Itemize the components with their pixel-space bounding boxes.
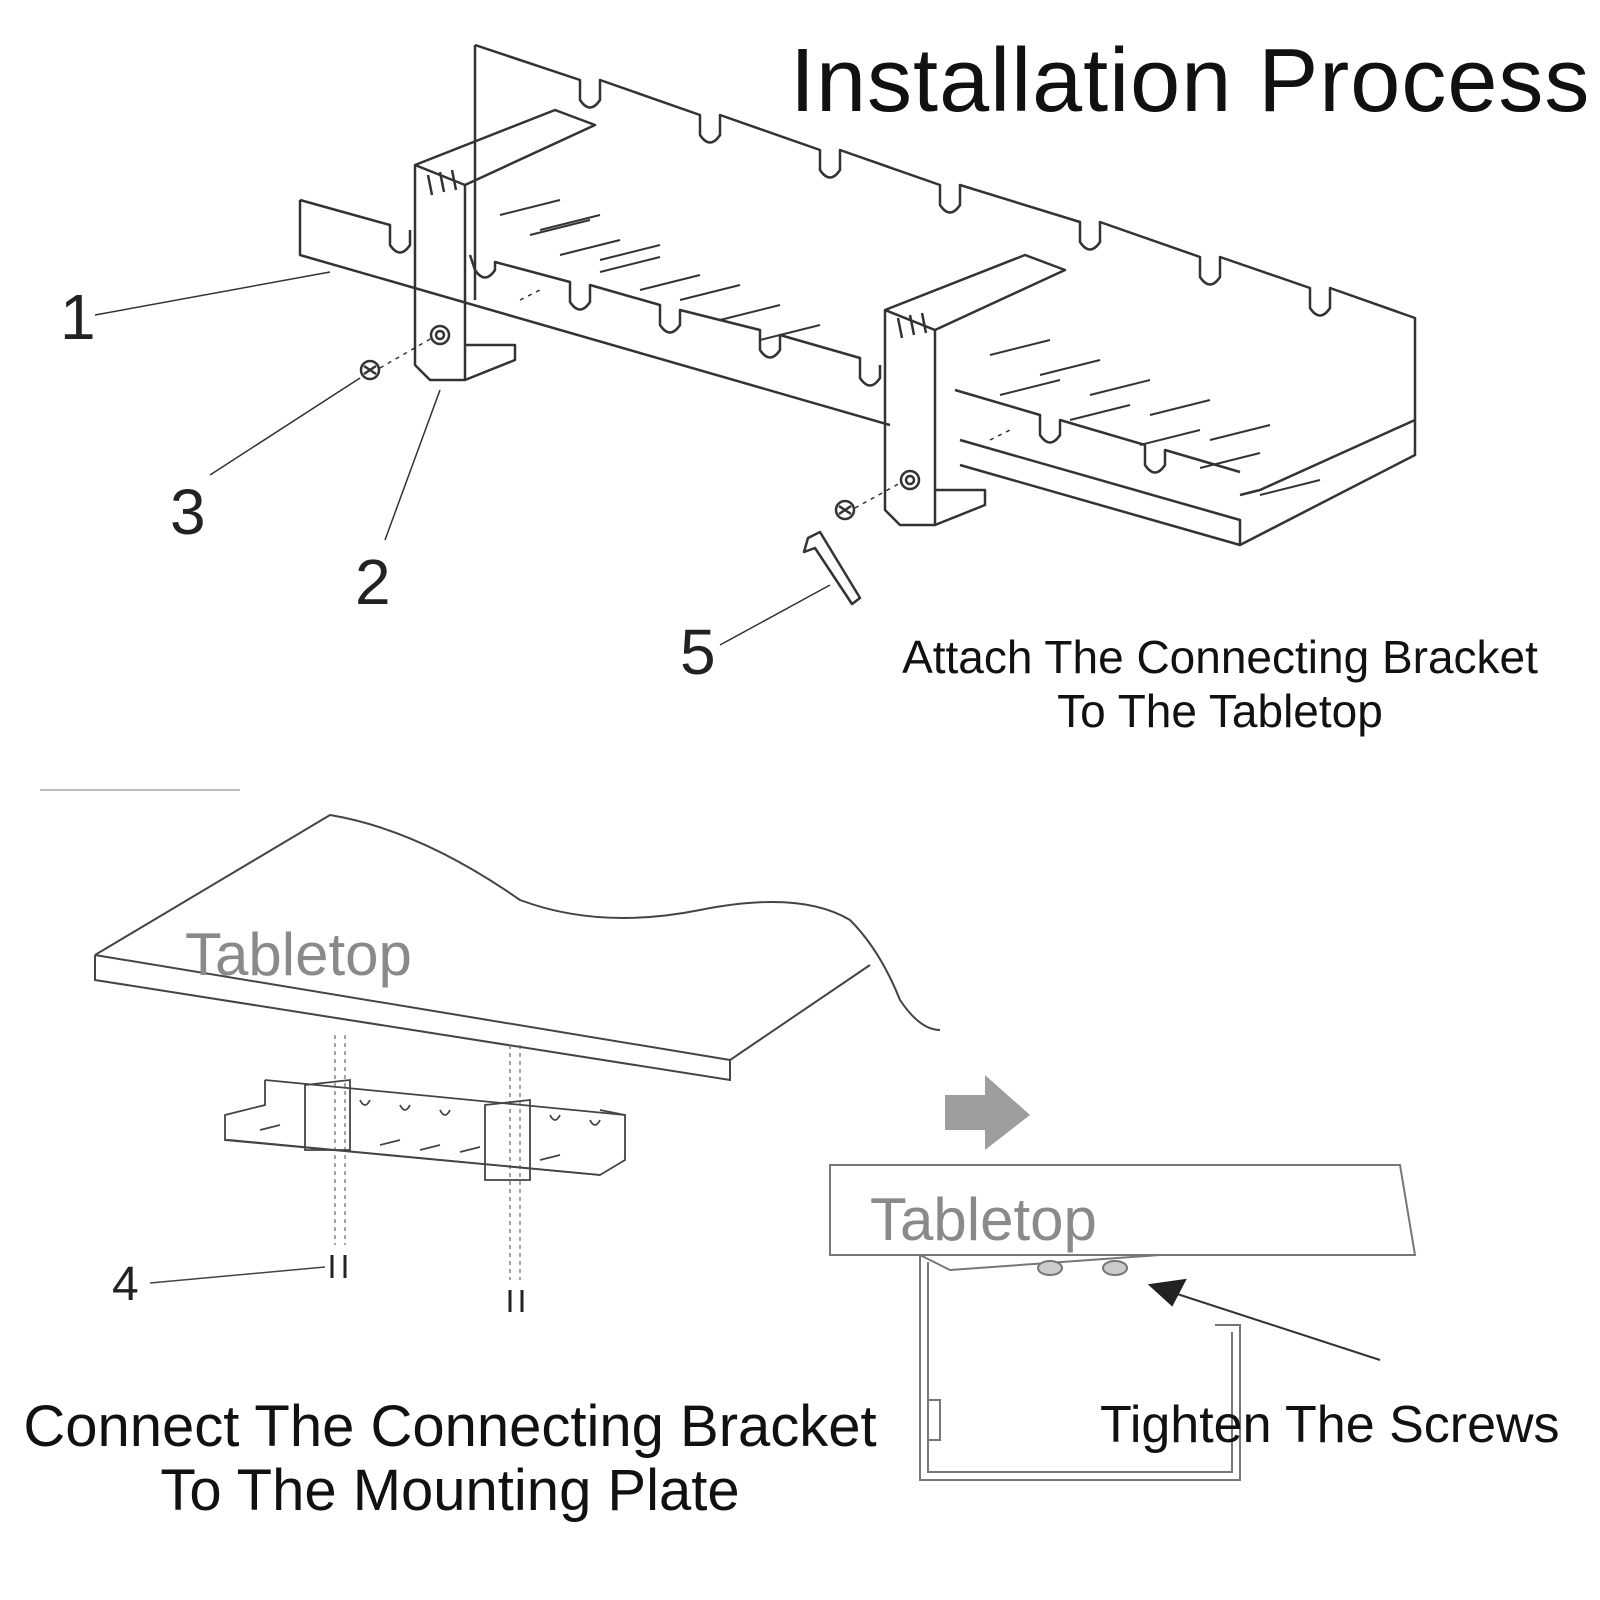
tabletop-left-slab — [94, 813, 941, 1031]
tray-bottom — [959, 418, 1417, 547]
caption-attach: Attach The Connecting Bracket To The Tab… — [870, 630, 1570, 738]
side-view — [829, 1075, 1417, 1481]
tabletop-label-left: Tabletop — [185, 921, 412, 988]
caption-connect: Connect The Connecting Bracket To The Mo… — [0, 1395, 900, 1523]
tray-profile — [919, 1255, 1241, 1481]
leader-3 — [209, 377, 361, 476]
callout-1: 1 — [60, 281, 96, 353]
screw-icon — [359, 359, 856, 521]
leader-5 — [719, 584, 831, 646]
allen-key-icon — [802, 530, 862, 606]
page-title: Installation Process — [790, 31, 1591, 131]
tray-front-wall — [299, 198, 1241, 474]
direction-arrow-icon — [945, 1075, 1030, 1150]
leader-4 — [149, 1266, 326, 1284]
caption-tighten: Tighten The Screws — [1100, 1396, 1560, 1454]
tray-back-wall — [474, 43, 1417, 420]
caption-connect-line2: To The Mounting Plate — [160, 1458, 740, 1523]
small-tray — [224, 1078, 626, 1181]
tabletop-right-slab — [829, 1164, 1417, 1256]
callout-3: 3 — [170, 476, 206, 548]
callout-2: 2 — [355, 546, 391, 618]
arrowhead-icon — [1147, 1278, 1187, 1307]
screw-icon — [330, 1255, 524, 1312]
caption-connect-line1: Connect The Connecting Bracket — [23, 1394, 877, 1459]
tabletop-label-right: Tabletop — [870, 1186, 1097, 1253]
left-bracket — [413, 108, 597, 382]
caption-attach-line2: To The Tabletop — [1057, 685, 1383, 737]
leader-2 — [384, 389, 441, 541]
leader-1 — [94, 271, 331, 316]
right-bracket — [883, 253, 1067, 527]
callout-4: 4 — [112, 1258, 139, 1311]
pointer-arrow — [1164, 1289, 1381, 1361]
screw-icon — [1037, 1260, 1128, 1276]
caption-attach-line1: Attach The Connecting Bracket — [902, 631, 1538, 683]
callout-5: 5 — [680, 616, 716, 688]
cable-tray-exploded — [94, 43, 1417, 646]
tray-slots — [499, 199, 1321, 496]
tabletop-assembly — [40, 789, 941, 1312]
